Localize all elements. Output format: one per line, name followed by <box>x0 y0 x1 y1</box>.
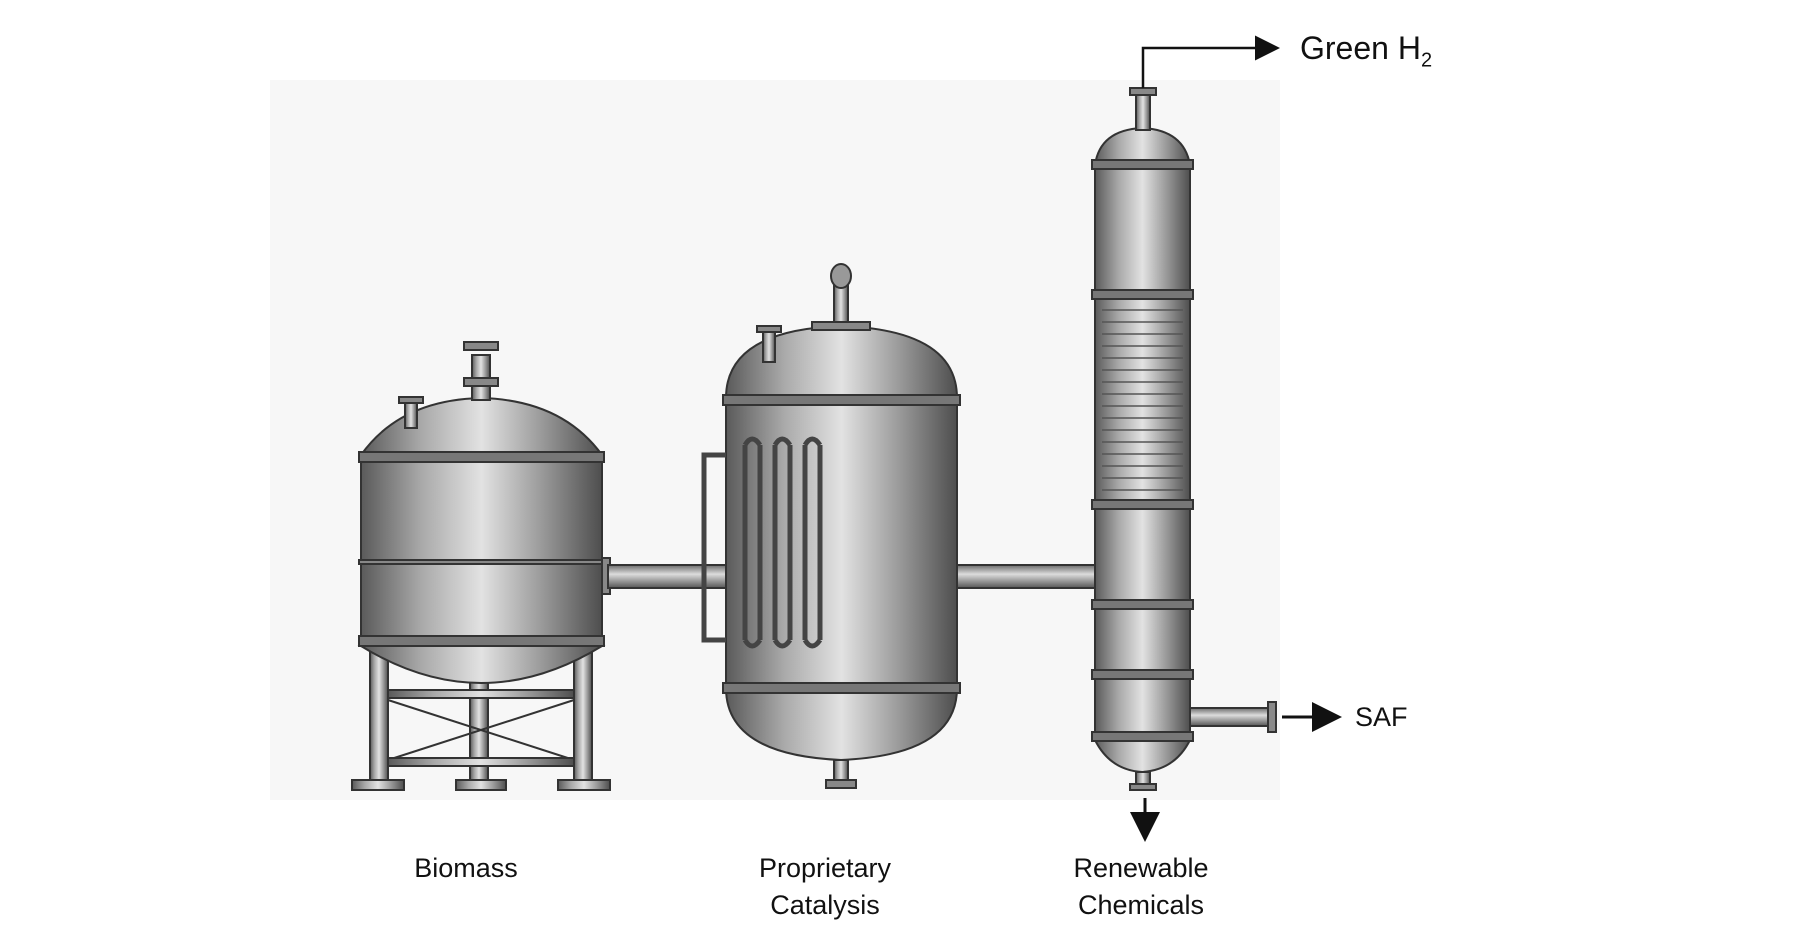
pipe-catalysis-to-column <box>956 564 1096 589</box>
heating-coils <box>742 436 823 649</box>
saf-label: SAF <box>1355 702 1408 732</box>
label-line: Chemicals <box>1077 890 1205 920</box>
label-line: Biomass <box>414 853 518 883</box>
green-h2-text: Green H <box>1300 30 1421 66</box>
green-h2-arrow <box>1141 35 1280 88</box>
label-line: Proprietary <box>758 853 892 883</box>
distillation-column <box>1091 87 1277 791</box>
biomass-tank <box>351 341 611 791</box>
green-h2-subscript: 2 <box>1420 49 1433 72</box>
catalysis-reactor <box>701 263 961 789</box>
label-line: Catalysis <box>770 890 880 920</box>
column-trays <box>1102 309 1183 491</box>
green-h2-label: Green H2 <box>1300 30 1432 72</box>
pipe-biomass-to-catalysis <box>607 564 727 589</box>
label-line: Renewable <box>1073 853 1209 883</box>
stage-label-biomass: Biomass <box>414 850 518 887</box>
tank-legs <box>351 649 611 791</box>
